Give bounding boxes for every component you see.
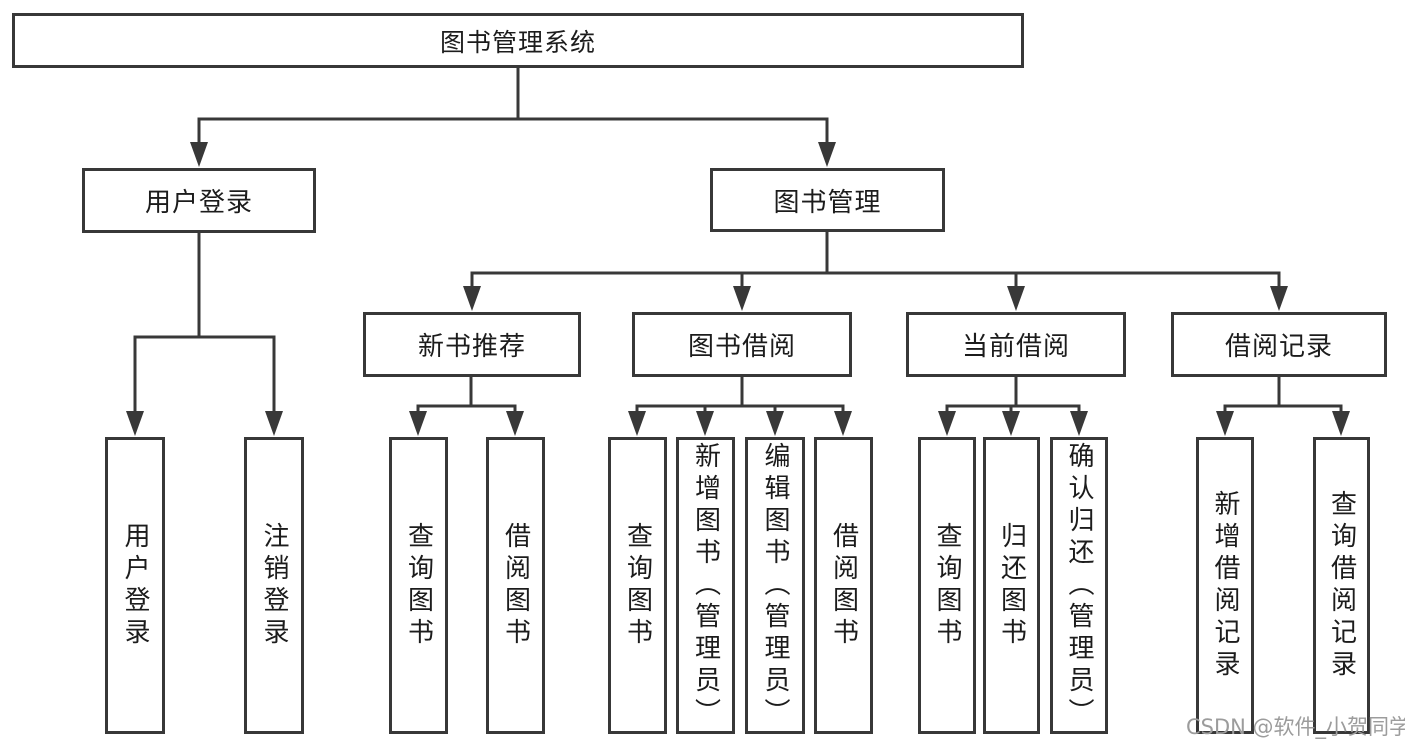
node-leaf-bb-edit-books-admin: 编辑图书（管理员）: [745, 437, 805, 734]
node-current-borrow: 当前借阅: [906, 312, 1126, 377]
node-leaf-cb-query-books: 查询图书: [918, 437, 976, 734]
node-leaf-bb-borrow-books: 借阅图书: [814, 437, 873, 734]
node-leaf-br-query-record: 查询借阅记录: [1313, 437, 1370, 734]
node-leaf-nr-query-books: 查询图书: [389, 437, 448, 734]
node-new-book-recommend: 新书推荐: [363, 312, 581, 377]
node-leaf-user-login: 用户登录: [105, 437, 165, 734]
node-leaf-nr-borrow-books: 借阅图书: [486, 437, 545, 734]
node-borrow-record: 借阅记录: [1171, 312, 1387, 377]
node-leaf-cb-confirm-return-admin: 确认归还（管理员）: [1050, 437, 1108, 734]
node-book-management: 图书管理: [710, 168, 945, 232]
node-leaf-logout: 注销登录: [244, 437, 304, 734]
node-root-system: 图书管理系统: [12, 13, 1024, 68]
csdn-watermark: CSDN @软件_小贺同学: [1186, 715, 1405, 739]
node-leaf-bb-query-books: 查询图书: [608, 437, 667, 734]
node-book-borrow: 图书借阅: [632, 312, 852, 377]
node-leaf-bb-add-books-admin: 新增图书（管理员）: [676, 437, 735, 734]
node-leaf-cb-return-books: 归还图书: [983, 437, 1040, 734]
node-leaf-br-add-record: 新增借阅记录: [1196, 437, 1254, 734]
node-user-login: 用户登录: [82, 168, 316, 233]
